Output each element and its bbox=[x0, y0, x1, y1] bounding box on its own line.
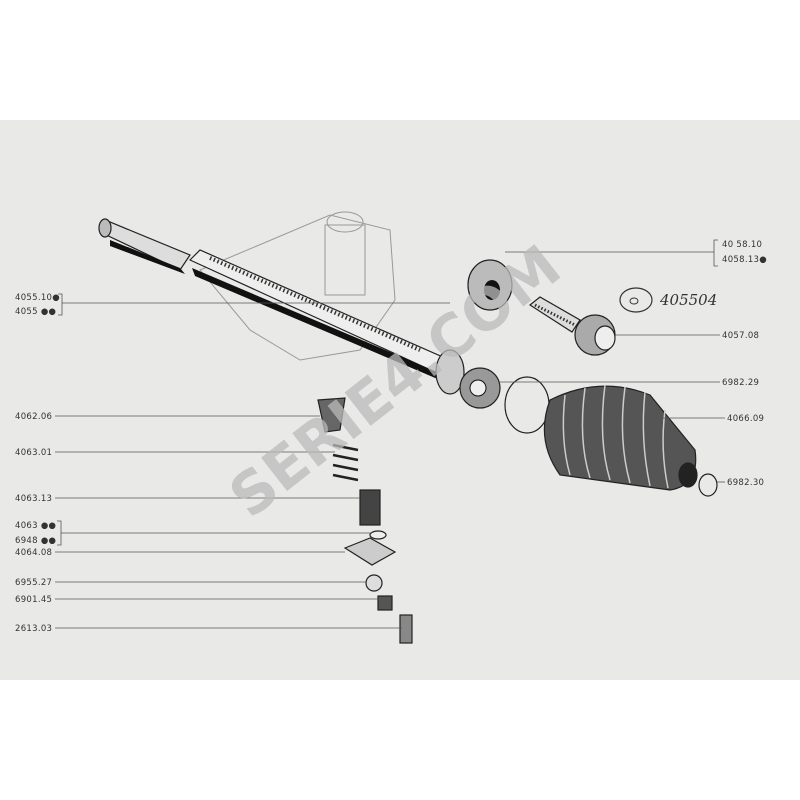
part-label-4062-06: 4062.06 bbox=[15, 412, 52, 422]
part-label-6901-45: 6901.45 bbox=[15, 595, 52, 605]
part-label-4066-09: 4066.09 bbox=[727, 414, 764, 424]
steering-housing bbox=[199, 211, 396, 361]
part-label-4063-13: 4063.13 bbox=[15, 494, 52, 504]
watermark: SERIE4.COM bbox=[217, 232, 573, 531]
part-label-4063-01: 4063.01 bbox=[15, 448, 52, 458]
part-label-6955-27: 6955.27 bbox=[15, 578, 52, 588]
part-label-6948: 6948 ●● bbox=[15, 536, 56, 546]
ball-joint-cup bbox=[467, 259, 513, 311]
part-label-2613-03: 2613.03 bbox=[15, 624, 52, 634]
rubber-boot bbox=[543, 384, 698, 491]
part-label-4063: 4063 ●● bbox=[15, 521, 56, 531]
leader-lines bbox=[55, 239, 725, 629]
tie-rod-end bbox=[528, 296, 616, 356]
handwritten-annotation: 405504 bbox=[619, 287, 717, 313]
part-label-4055: 4055 ●● bbox=[15, 307, 56, 317]
part-label-6982-30: 6982.30 bbox=[727, 478, 764, 488]
rack-tube bbox=[98, 218, 191, 274]
diagram-sheet bbox=[0, 120, 800, 680]
small-clip-ring bbox=[698, 473, 718, 497]
steering-rack bbox=[188, 249, 501, 409]
part-label-4058-13: 4058.13● bbox=[722, 255, 767, 265]
part-label-6982-29: 6982.29 bbox=[722, 378, 759, 388]
handwritten-part-number: 405504 bbox=[659, 291, 717, 309]
part-label-4058-10: 40 58.10 bbox=[722, 240, 762, 250]
part-label-4064-08: 4064.08 bbox=[15, 548, 52, 558]
part-label-4055-10: 4055.10● bbox=[15, 293, 60, 303]
part-label-4057-08: 4057.08 bbox=[722, 331, 759, 341]
plunger-assembly bbox=[317, 397, 413, 644]
circlip-ring bbox=[504, 376, 550, 434]
